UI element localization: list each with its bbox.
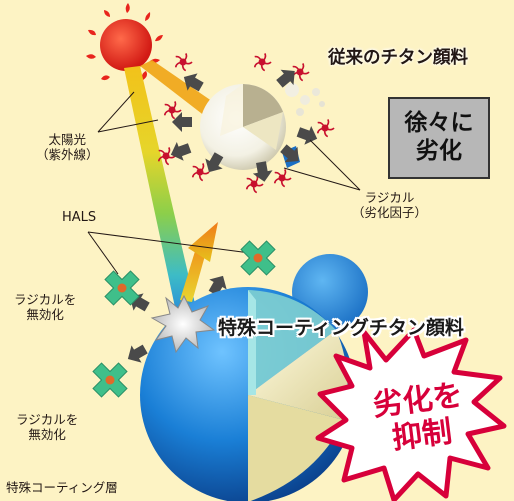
radical-arrows <box>127 69 318 363</box>
arrow-icon <box>205 152 224 173</box>
degradation-box: 徐々に 劣化 <box>388 97 490 179</box>
radical-label-line1: ラジカル <box>364 190 415 205</box>
radical-icons <box>157 53 335 194</box>
hals-cross-icon <box>92 362 128 398</box>
arrow-icon <box>252 161 273 182</box>
neutralize-b-line1: ラジカルを <box>16 412 79 427</box>
radical-icon <box>316 119 335 138</box>
degradation-line2: 劣化 <box>416 138 462 164</box>
radical-icon <box>174 53 193 72</box>
leader-lines <box>87 91 361 431</box>
hals-icons <box>92 240 276 398</box>
collision-flash-icon <box>150 294 216 354</box>
sunlight-beam <box>124 66 196 312</box>
arrow-icon <box>172 112 192 132</box>
radical-icon <box>157 147 176 166</box>
special-pigment-label: 特殊コーティングチタン顔料 <box>218 317 464 339</box>
radical-label-line2: （劣化因子） <box>352 205 428 220</box>
degradation-line1: 徐々に <box>404 110 474 137</box>
neutralize-a-line2: 無効化 <box>26 307 64 322</box>
hals-cross-icon <box>240 240 276 276</box>
arrow-icon <box>170 141 192 161</box>
sunlight-beam-to-old-pigment <box>140 60 222 120</box>
hals-cross-icon <box>104 270 140 306</box>
suppression-burst <box>315 327 507 501</box>
conventional-pigment-sphere <box>200 83 325 170</box>
arrow-icon <box>183 73 204 92</box>
arrow-icon <box>276 69 295 88</box>
neutralize-a-line1: ラジカルを <box>14 292 77 307</box>
reflection-arrow <box>180 222 218 302</box>
hals-label: HALS <box>62 210 97 225</box>
radical-icon <box>191 163 210 182</box>
sun-icon <box>86 3 163 81</box>
radical-label: ラジカル （劣化因子） <box>352 190 427 220</box>
neutralize-b-line2: 無効化 <box>28 427 66 442</box>
radical-icon <box>291 63 310 82</box>
radical-icon <box>273 169 292 188</box>
neutralize-label-b: ラジカルを 無効化 <box>16 412 78 442</box>
arrow-icon <box>208 275 227 296</box>
neutralize-label-a: ラジカルを 無効化 <box>14 292 76 322</box>
coating-layer-label: 特殊コーティング層 <box>6 480 118 495</box>
sunlight-label-line2: （紫外線） <box>36 147 99 162</box>
arrow-icon <box>127 344 148 363</box>
sunlight-label: 太陽光 （紫外線） <box>36 132 99 162</box>
sunlight-label-line1: 太陽光 <box>48 132 87 147</box>
arrow-icon <box>280 144 299 163</box>
conventional-pigment-label: 従来のチタン顔料 <box>328 48 468 68</box>
arrow-icon <box>296 125 318 145</box>
radical-icon <box>163 101 182 120</box>
radical-icon <box>253 53 272 72</box>
